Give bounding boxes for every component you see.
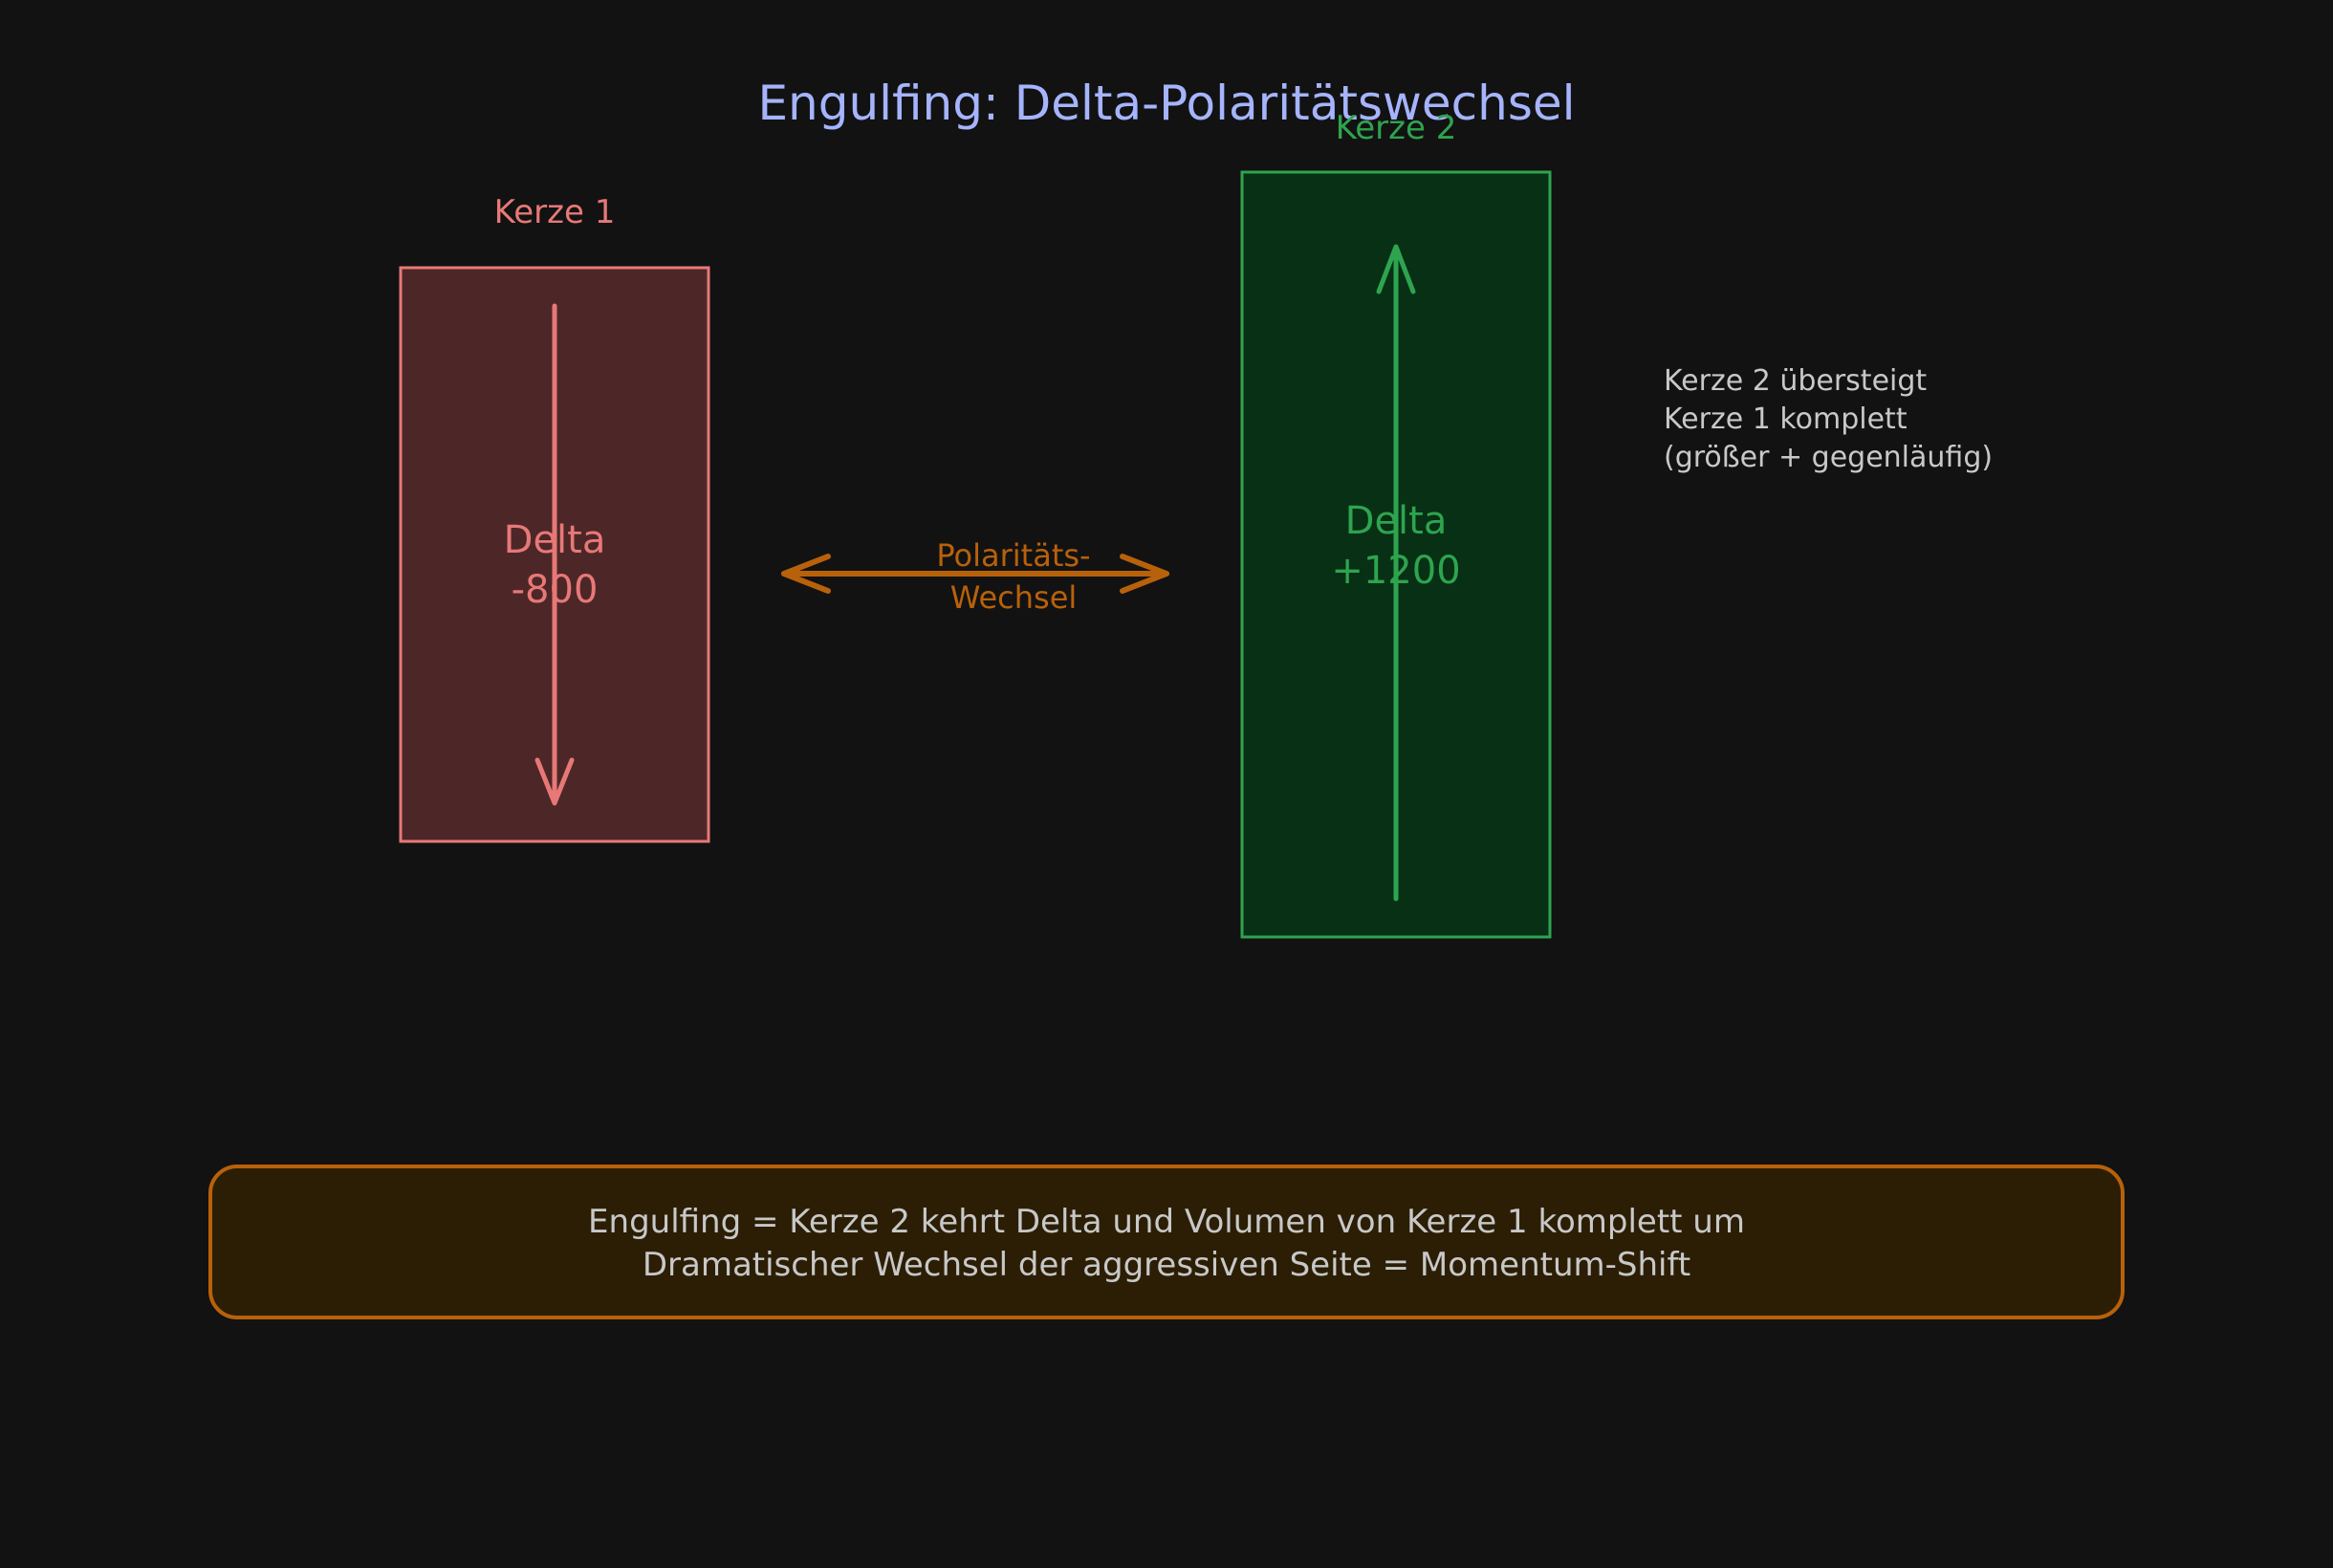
- candle-2: Kerze 2 Delta +1200: [1240, 109, 1552, 939]
- summary-box: Engulfing = Kerze 2 kehrt Delta und Volu…: [208, 1165, 2125, 1319]
- summary-line-1: Engulfing = Kerze 2 kehrt Delta und Volu…: [588, 1203, 1745, 1241]
- candle-2-delta-value: +1200: [1331, 549, 1460, 593]
- polarity-arrow: Polaritäts- Wechsel: [781, 537, 1169, 616]
- candle-1-label: Kerze 1: [494, 193, 616, 231]
- left-arrowhead-icon: [781, 554, 831, 594]
- candle-2-delta-label: Delta: [1345, 499, 1448, 543]
- down-arrow-icon: [534, 303, 575, 806]
- engulf-note-line-2: Kerze 1 komplett: [1664, 403, 1908, 436]
- candle-1-delta-value: -800: [512, 568, 599, 612]
- up-arrow-icon: [1376, 244, 1416, 902]
- diagram-title: Engulfing: Delta-Polaritätswechsel: [757, 76, 1575, 131]
- right-arrowhead-icon: [1120, 554, 1169, 594]
- candle-1-delta-label: Delta: [504, 518, 606, 562]
- summary-box-frame: [208, 1165, 2125, 1319]
- candle-1: Kerze 1 Delta -800: [399, 193, 710, 843]
- engulf-note-line-3: (größer + gegenläufig): [1664, 441, 1993, 474]
- polarity-label-line-2: Wechsel: [950, 579, 1078, 616]
- summary-line-2: Dramatischer Wechsel der aggressiven Sei…: [643, 1246, 1690, 1284]
- candle-2-label: Kerze 2: [1336, 109, 1457, 147]
- engulf-note-line-1: Kerze 2 übersteigt: [1664, 364, 1927, 398]
- engulf-note: Kerze 2 übersteigt Kerze 1 komplett (grö…: [1664, 364, 1993, 474]
- polarity-label-line-1: Polaritäts-: [936, 537, 1090, 574]
